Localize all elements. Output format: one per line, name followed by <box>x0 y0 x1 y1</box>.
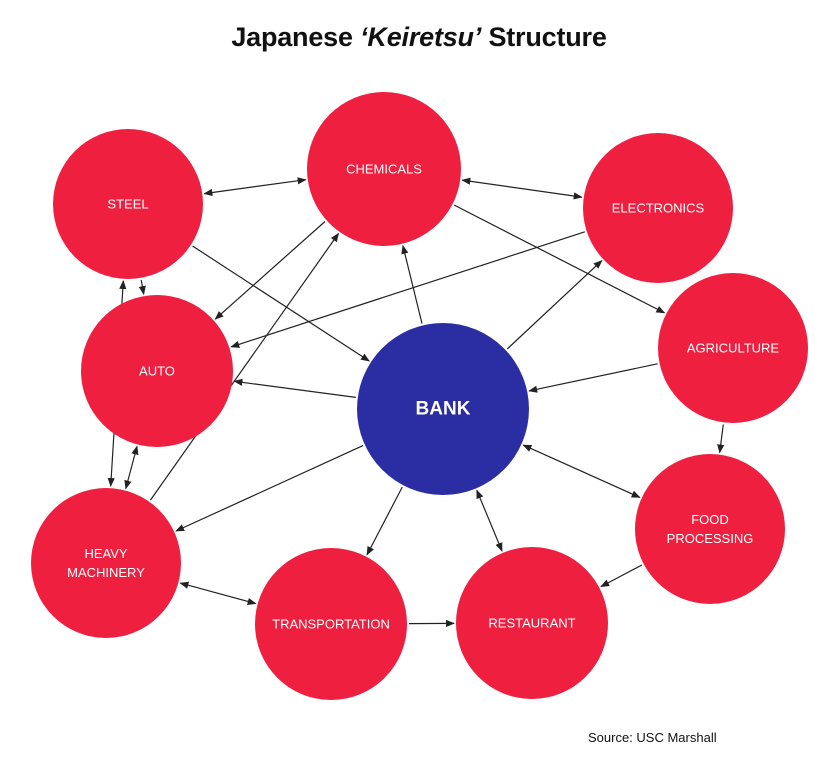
edge-bank-to-restaurant <box>476 489 503 552</box>
title-suffix: Structure <box>481 22 607 52</box>
edge-steel-to-chemicals <box>203 177 307 197</box>
node-food-processing: FOOD PROCESSING <box>635 454 785 604</box>
node-label-restaurant: RESTAURANT <box>488 616 575 631</box>
edge-agriculture-to-food-processing <box>717 424 725 454</box>
node-label-chemicals: CHEMICALS <box>346 162 422 177</box>
edge-bank-to-chemicals <box>401 244 423 324</box>
node-label-food-processing-1: FOOD <box>691 512 729 527</box>
edge-steel-to-bank <box>192 245 370 362</box>
node-label-steel: STEEL <box>107 197 148 212</box>
node-circle-auto <box>81 295 233 447</box>
title-emphasis: ‘Keiretsu’ <box>360 22 482 52</box>
node-steel: STEEL <box>53 129 203 279</box>
edge-chemicals-to-auto <box>214 221 326 320</box>
node-label-heavy-machinery-2: MACHINERY <box>67 565 145 580</box>
edge-heavy-machinery-to-transportation <box>179 581 257 605</box>
node-circle-heavy-machinery <box>31 488 181 638</box>
node-restaurant: RESTAURANT <box>456 547 608 699</box>
node-label-agriculture: AGRICULTURE <box>687 341 780 356</box>
edge-food-processing-to-restaurant <box>600 564 643 588</box>
node-auto: AUTO <box>81 295 233 447</box>
edge-auto-to-heavy-machinery <box>124 445 139 490</box>
edge-chemicals-to-electronics <box>461 177 583 200</box>
node-circle-transportation <box>255 548 407 700</box>
edge-chemicals-to-agriculture <box>454 204 666 314</box>
node-label-transportation: TRANSPORTATION <box>272 617 390 632</box>
edge-bank-to-food-processing <box>522 444 641 498</box>
node-transportation: TRANSPORTATION <box>255 548 407 700</box>
node-circle-restaurant <box>456 547 608 699</box>
node-circle-steel <box>53 129 203 279</box>
title-prefix: Japanese <box>231 22 361 52</box>
node-label-auto: AUTO <box>139 364 175 379</box>
node-bank: BANK <box>357 323 529 495</box>
node-heavy-machinery: HEAVY MACHINERY <box>31 488 181 638</box>
node-electronics: ELECTRONICS <box>583 133 733 283</box>
node-circle-chemicals <box>307 92 461 246</box>
node-label-electronics: ELECTRONICS <box>612 201 705 216</box>
edge-bank-to-heavy-machinery <box>175 445 364 532</box>
edge-bank-to-electronics <box>506 259 603 350</box>
node-circle-food-processing <box>635 454 785 604</box>
node-label-food-processing-2: PROCESSING <box>667 531 754 546</box>
edge-agriculture-to-bank <box>528 363 658 393</box>
node-label-heavy-machinery-1: HEAVY <box>84 546 127 561</box>
source-note: Source: USC Marshall <box>588 730 717 745</box>
node-chemicals: CHEMICALS <box>307 92 461 246</box>
diagram-title: Japanese ‘Keiretsu’ Structure <box>0 22 838 53</box>
nodes-layer: STEEL CHEMICALS ELECTRONICS AUTO AGRICULTURE… <box>31 92 808 700</box>
edge-heavy-machinery-to-chemicals <box>149 232 340 501</box>
edge-electronics-to-auto <box>230 231 585 348</box>
node-circle-bank <box>357 323 529 495</box>
node-label-bank: BANK <box>416 399 471 420</box>
edge-bank-to-auto <box>233 378 356 398</box>
node-agriculture: AGRICULTURE <box>658 273 808 423</box>
node-circle-agriculture <box>658 273 808 423</box>
edge-bank-to-transportation <box>366 486 403 556</box>
edge-steel-to-auto <box>138 279 146 296</box>
node-circle-electronics <box>583 133 733 283</box>
